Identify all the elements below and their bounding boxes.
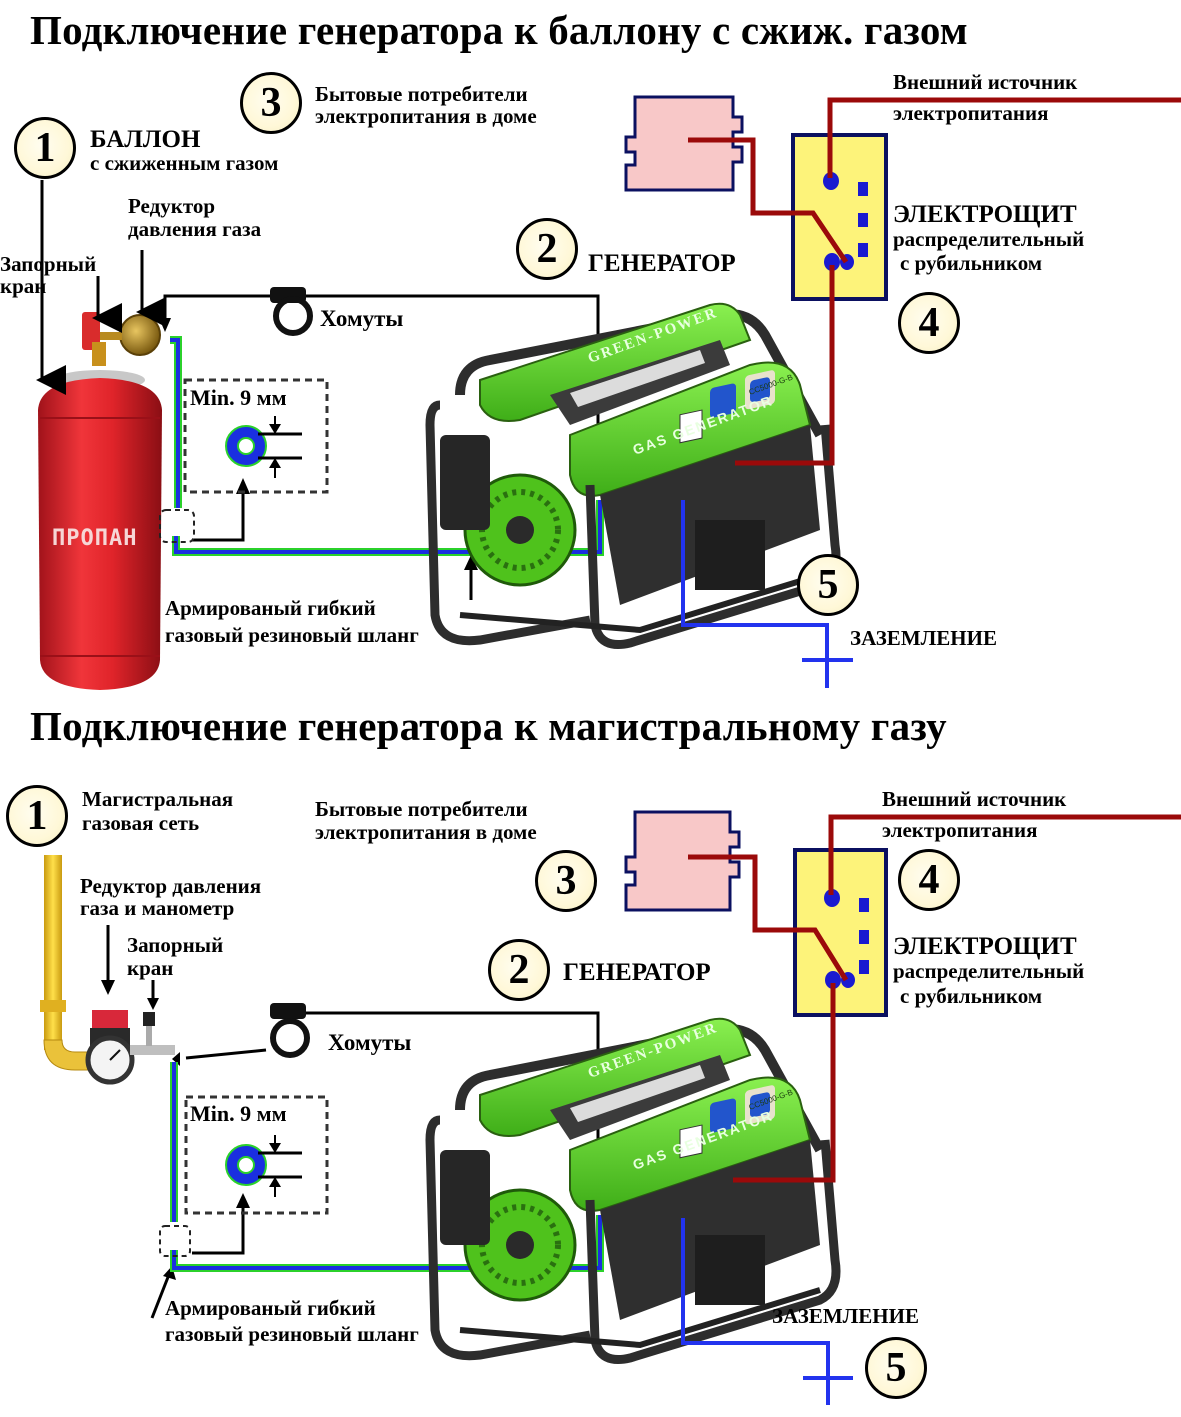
power-lines-top	[688, 97, 1181, 466]
external-source-line2: электропитания	[893, 101, 1049, 125]
household-consumers-icon	[624, 95, 744, 192]
badge-2: 2	[516, 218, 578, 280]
badge-1: 1	[6, 785, 68, 847]
consumers-label-line1: Бытовые потребители	[315, 797, 528, 821]
panel-label-line1: ЭЛЕКТРОЩИТ	[893, 933, 1077, 960]
hose-label-line2: газовый резиновый шланг	[165, 1322, 419, 1346]
main-gas-label-line2: газовая сеть	[82, 811, 200, 835]
pressure-reducer-icon	[100, 314, 161, 356]
gas-cylinder: ПРОПАН	[38, 312, 162, 690]
main-gas-label-line1: Магистральная	[82, 787, 234, 811]
badge-1: 1	[14, 117, 76, 179]
clamps-label: Хомуты	[328, 1030, 412, 1055]
page-title-bottom: Подключение генератора к магистральному …	[30, 703, 947, 749]
generator-label: ГЕНЕРАТОР	[563, 959, 711, 986]
badge-3: 3	[535, 850, 597, 912]
generator-label: ГЕНЕРАТОР	[588, 250, 736, 277]
hose-clamp-icon	[270, 1003, 310, 1058]
badge-5: 5	[797, 554, 859, 616]
hose-label-line2: газовый резиновый шланг	[165, 623, 419, 647]
gas-hose-top	[159, 336, 604, 556]
badge-3: 3	[240, 72, 302, 134]
hose-label-line1: Армированый гибкий	[165, 596, 376, 620]
panel-label-line2: распределительный	[893, 959, 1085, 983]
badge-2: 2	[488, 939, 550, 1001]
gas-main-pipe	[40, 855, 96, 1071]
panel-label-line1: ЭЛЕКТРОЩИТ	[893, 201, 1077, 228]
valve-label-line2: кран	[0, 274, 47, 298]
ground-line-top	[681, 500, 853, 688]
cylinder-label: БАЛЛОН	[90, 126, 201, 153]
reducer-gauge-icon	[85, 1010, 175, 1085]
panel-label-line2: распределительный	[893, 227, 1085, 251]
panel-label-line3: с рубильником	[900, 251, 1043, 275]
external-source-line2: электропитания	[882, 818, 1038, 842]
valve-label-line2: кран	[127, 956, 174, 980]
cylinder-sublabel: с сжиженным газом	[90, 151, 279, 175]
clamps-label: Хомуты	[320, 306, 404, 331]
reducer-label-line2: давления газа	[128, 217, 262, 241]
consumers-label-line2: электропитания в доме	[315, 104, 537, 128]
valve-label-line1: Запорный	[127, 933, 224, 957]
ground-label: ЗАЗЕМЛЕНИЕ	[772, 1304, 919, 1328]
badge-4: 4	[898, 849, 960, 911]
badge-5: 5	[865, 1337, 927, 1399]
min-diameter-label: Min. 9 мм	[190, 1101, 287, 1126]
distribution-panel-icon	[791, 133, 888, 301]
valve-label-line1: Запорный	[0, 252, 97, 276]
consumers-label-line1: Бытовые потребители	[315, 82, 528, 106]
external-source-line1: Внешний источник	[893, 70, 1078, 94]
hose-clamp-icon	[270, 287, 313, 336]
gas-hose-bottom	[159, 1062, 604, 1272]
power-lines-bottom	[688, 814, 1181, 1183]
reducer-label-line2: газа и манометр	[80, 896, 235, 920]
reducer-label-line1: Редуктор давления	[80, 874, 262, 898]
badge-4: 4	[898, 292, 960, 354]
panel-label-line3: с рубильником	[900, 984, 1043, 1008]
consumers-label-line2: электропитания в доме	[315, 820, 537, 844]
min-diameter-label: Min. 9 мм	[190, 385, 287, 410]
external-source-line1: Внешний источник	[882, 787, 1067, 811]
hose-label-line1: Армированый гибкий	[165, 1296, 376, 1320]
page-title-top: Подключение генератора к баллону с сжиж.…	[30, 7, 968, 53]
generator-image	[430, 304, 836, 645]
min-diameter-box-top	[183, 378, 329, 494]
ground-label: ЗАЗЕМЛЕНИЕ	[850, 626, 997, 650]
reducer-label-line1: Редуктор	[128, 194, 216, 218]
ground-line-bottom	[681, 1218, 853, 1405]
min-diameter-box-bottom	[184, 1095, 329, 1215]
cylinder-stencil-text: ПРОПАН	[52, 526, 137, 551]
household-consumers-icon	[624, 810, 741, 912]
